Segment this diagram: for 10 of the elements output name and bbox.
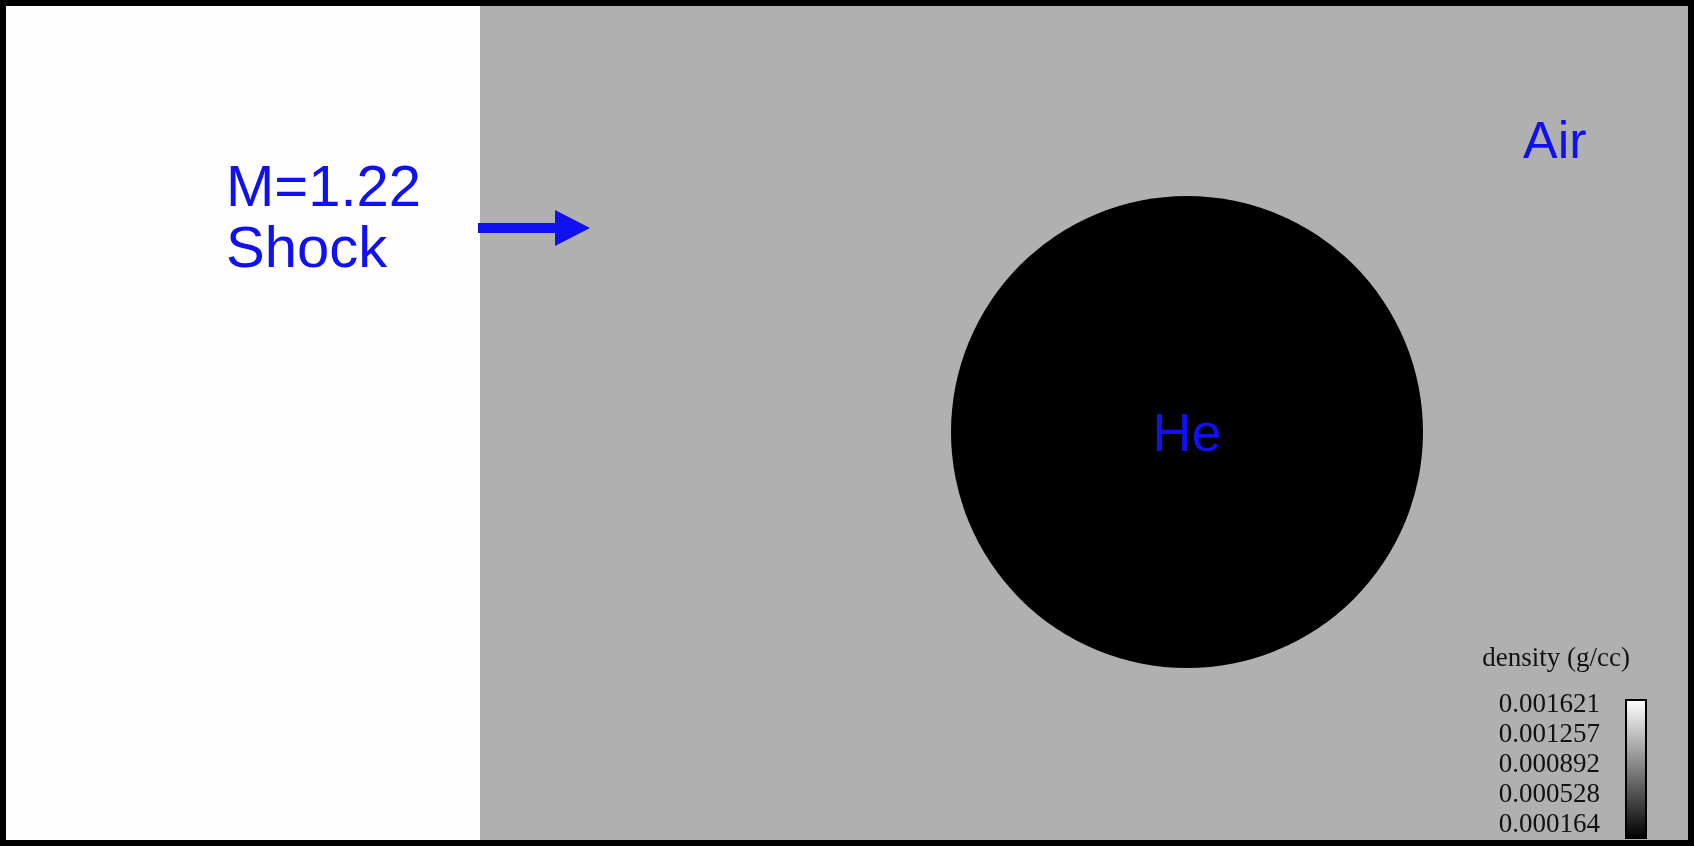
colorbar-tick-label: 0.001257	[1498, 718, 1600, 748]
colorbar-tick-label: 0.000164	[1498, 808, 1600, 838]
gas-label: Air	[1523, 110, 1587, 170]
colorbar-tick-label: 0.000528	[1498, 778, 1600, 808]
shock-label: M=1.22 Shock	[226, 156, 423, 278]
gas-region	[480, 6, 1688, 840]
colorbar-title: density (g/cc)	[1482, 642, 1630, 673]
gas-label: He	[1152, 401, 1222, 463]
colorbar-tick-label: 0.001621	[1498, 688, 1600, 718]
colorbar-tick-label: 0.000892	[1498, 748, 1600, 778]
